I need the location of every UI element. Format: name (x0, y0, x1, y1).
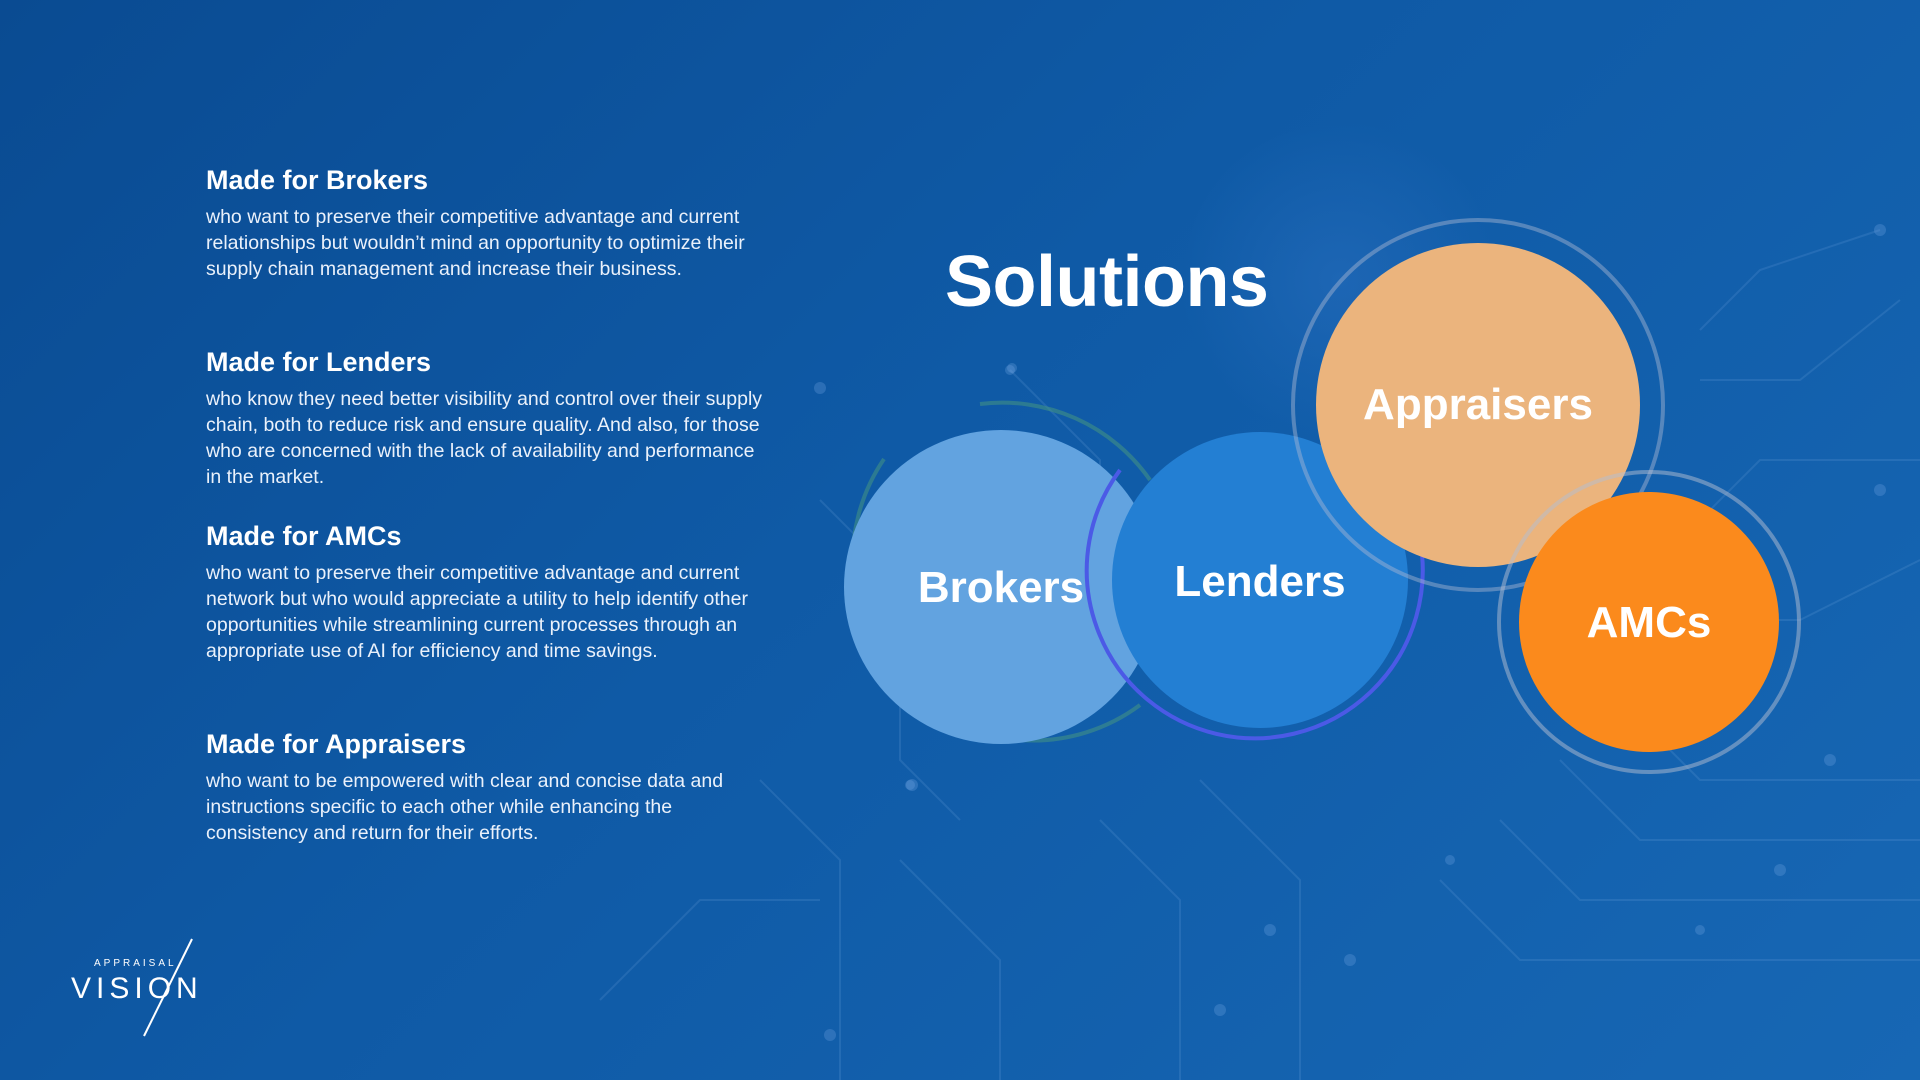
section-text: who know they need better visibility and… (206, 388, 763, 488)
brokers-circle[interactable] (844, 430, 1158, 744)
brokers-ring-top (979, 400, 1152, 482)
amcs-circle[interactable] (1519, 492, 1779, 752)
section-brokers: Made for Brokers who want to preserve th… (206, 164, 766, 282)
amcs-label: AMCs (1587, 598, 1712, 647)
section-text: who want to preserve their competitive a… (206, 562, 748, 662)
section-heading: Made for AMCs (206, 521, 402, 551)
lenders-circle[interactable] (1112, 432, 1408, 728)
section-heading: Made for Brokers (206, 165, 429, 195)
appraisers-label: Appraisers (1363, 380, 1593, 429)
section-text: who want to preserve their competitive a… (206, 206, 745, 280)
amcs-ring (1497, 470, 1801, 774)
section-heading: Made for Lenders (206, 347, 432, 377)
lenders-label: Lenders (1174, 557, 1345, 606)
appraisal-vision-logo: APPRAISAL VISION (71, 938, 203, 1037)
appraisers-ring (1291, 218, 1665, 592)
brokers-label: Brokers (918, 563, 1084, 612)
page-title: Solutions (945, 242, 1269, 322)
logo-slash-icon (143, 938, 193, 1037)
logo-small-text: APPRAISAL (94, 958, 177, 969)
section-text: who want to be empowered with clear and … (206, 770, 724, 844)
section-appraisers: Made for Appraisers who want to be empow… (206, 728, 766, 846)
appraisers-circle[interactable] (1316, 243, 1640, 567)
lenders-ring (1084, 468, 1425, 741)
section-heading: Made for Appraisers (206, 729, 467, 759)
section-amcs: Made for AMCs who want to preserve their… (206, 520, 766, 664)
section-lenders: Made for Lenders who know they need bett… (206, 346, 766, 490)
logo-big-text: VISION (71, 972, 203, 1005)
